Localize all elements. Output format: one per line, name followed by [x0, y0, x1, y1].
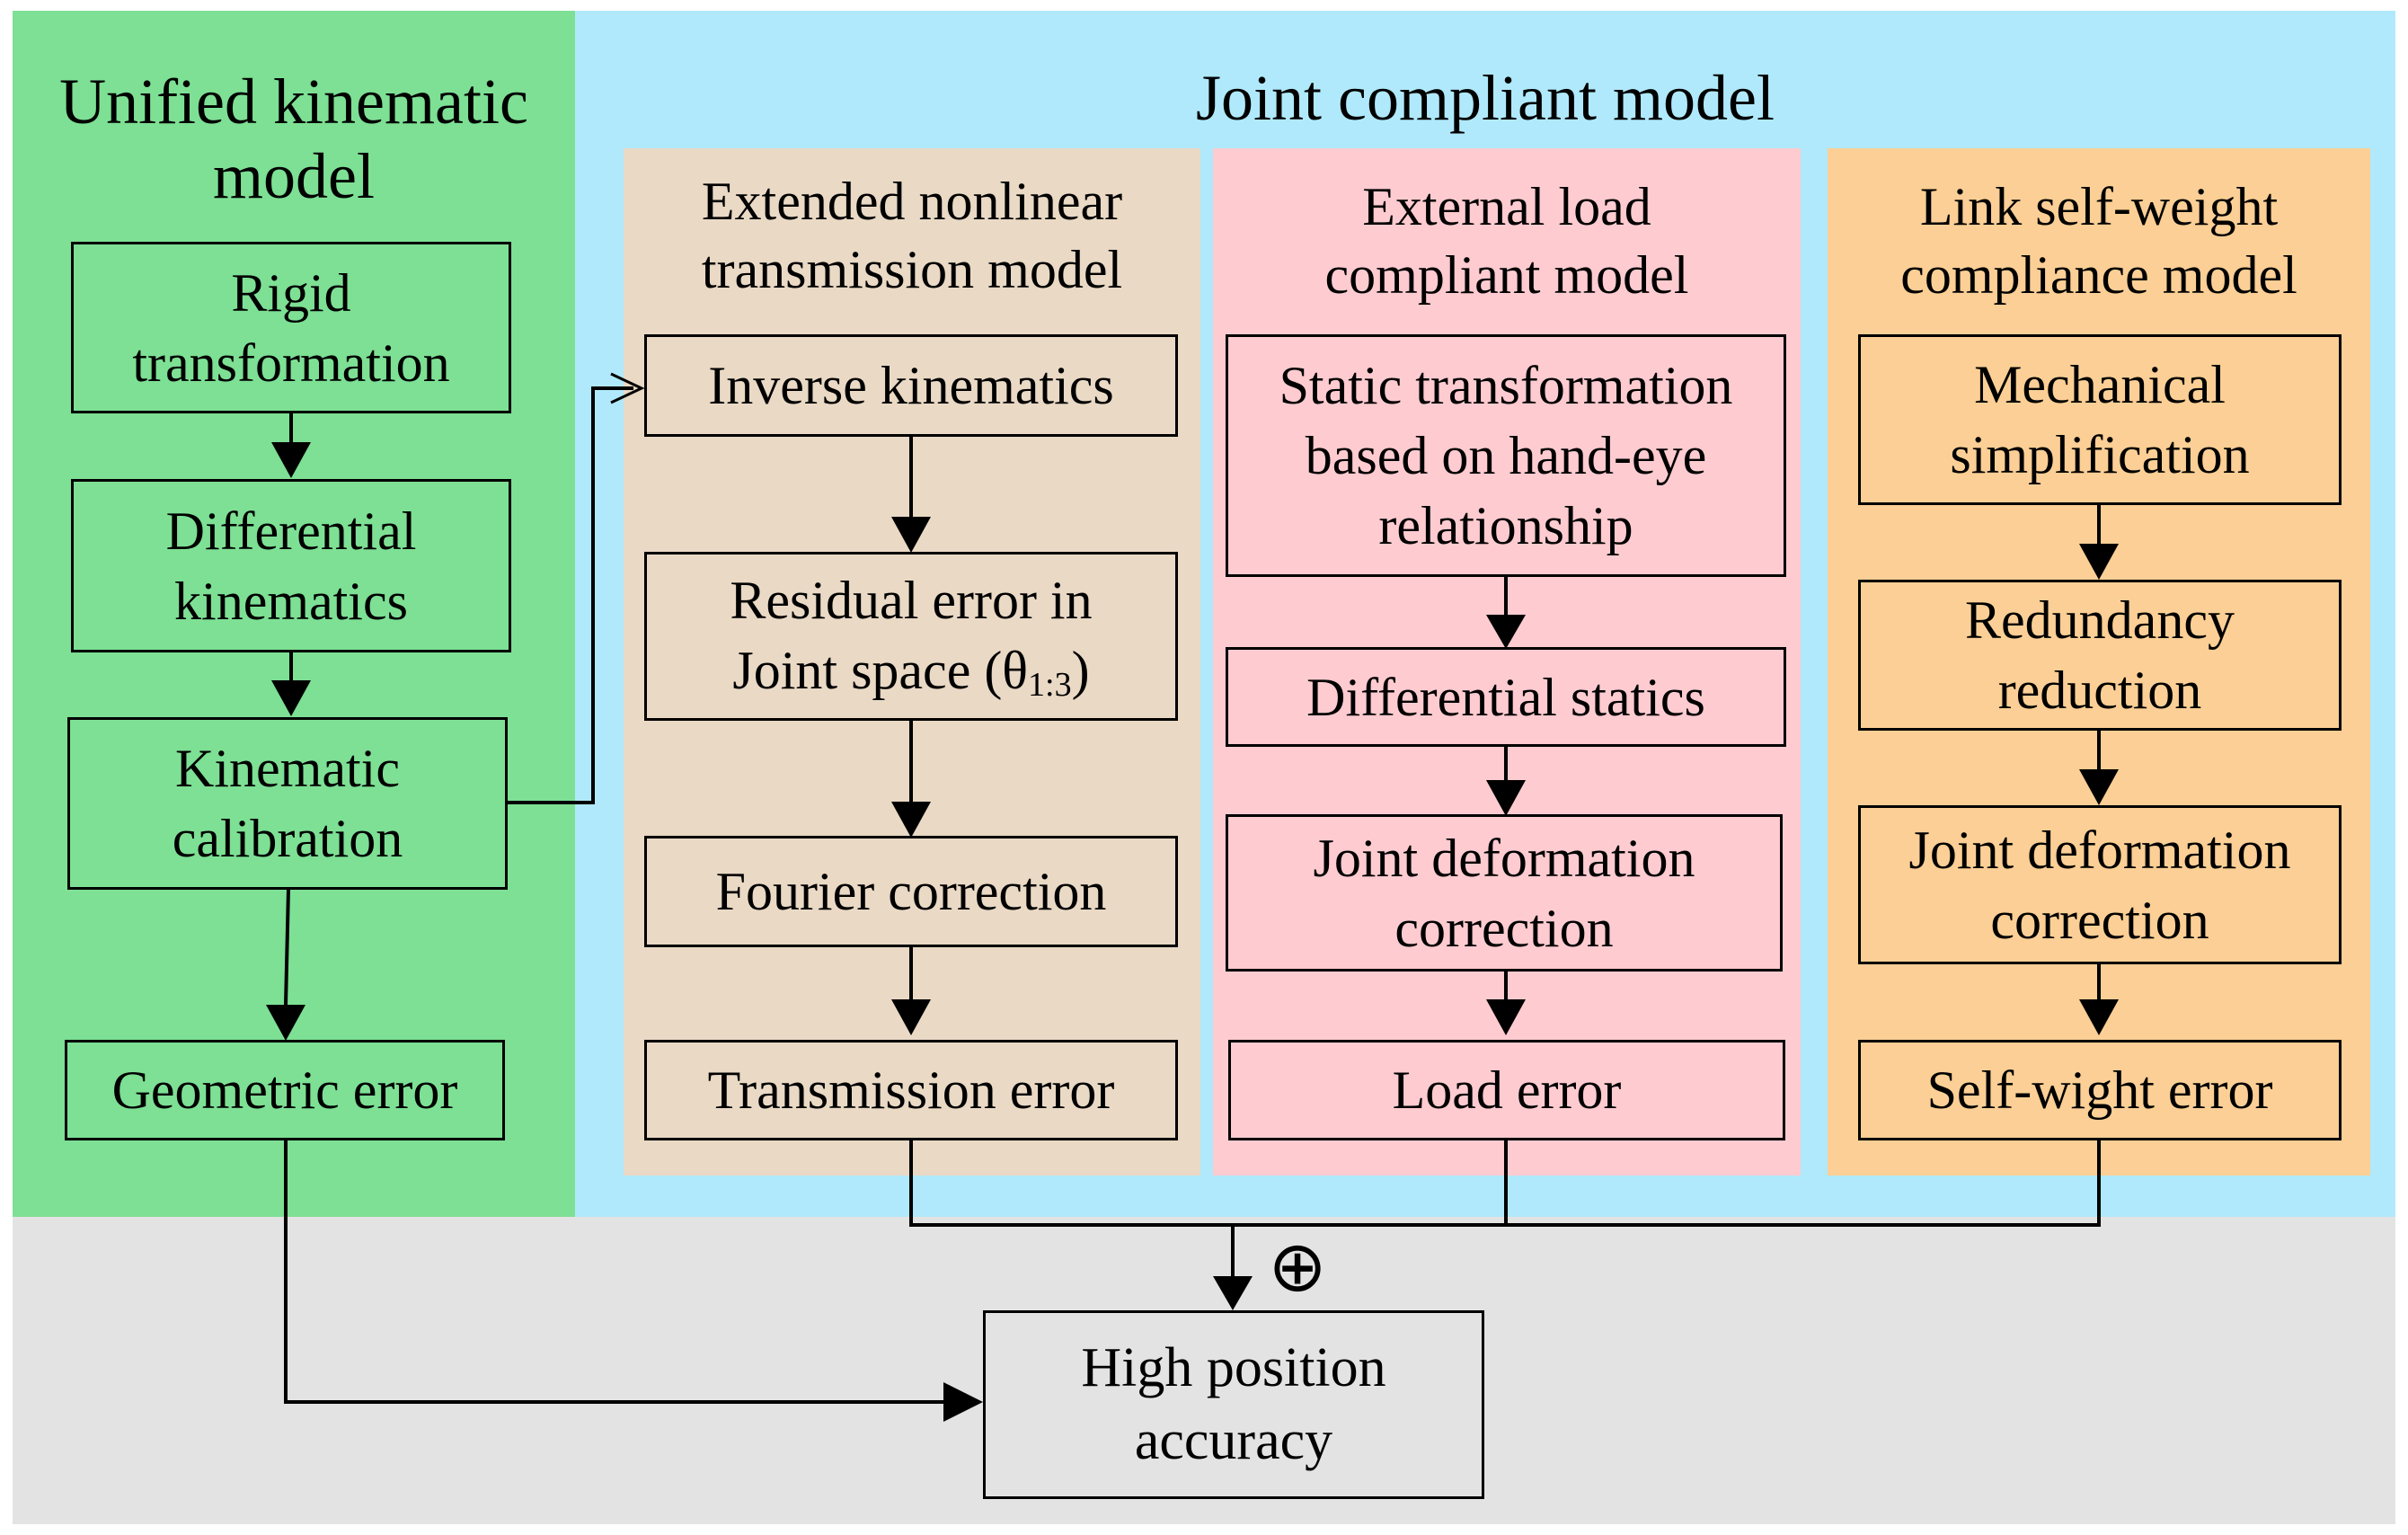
selfweight-title-line1: Link self-weight — [1919, 177, 2279, 236]
inverse-kinematics-box: Inverse kinematics — [644, 334, 1178, 437]
arrowhead-result-left — [943, 1382, 983, 1422]
transmission-error-line1: Transmission error — [707, 1060, 1115, 1120]
arrowhead-fourier — [891, 802, 931, 838]
load-title: External load compliant model — [1213, 173, 1801, 309]
arrowhead-self-deformation — [2079, 769, 2119, 805]
wire-calibration-inverse — [507, 386, 633, 804]
static-line1: Static transformation — [1279, 356, 1733, 415]
load-error-box: Load error — [1228, 1040, 1785, 1140]
residual-line2: Joint space (θ1:3) — [730, 635, 1092, 707]
arrowhead-transmission-error — [891, 999, 931, 1035]
kinematic-title-line1: Unified kinematic — [59, 66, 528, 138]
high-position-accuracy-box: High position accuracy — [983, 1310, 1484, 1499]
self-error-line1: Self-wight error — [1926, 1060, 2273, 1120]
load-deformation-line1: Joint deformation — [1313, 828, 1695, 888]
residual-line2-suffix: ) — [1071, 640, 1090, 700]
transmission-title-line1: Extended nonlinear — [701, 172, 1123, 231]
load-error-line1: Load error — [1392, 1060, 1622, 1120]
arrowhead-load-error — [1486, 999, 1526, 1035]
residual-error-box: Residual error in Joint space (θ1:3) — [644, 552, 1178, 721]
fourier-line1: Fourier correction — [715, 862, 1107, 921]
compliant-title: Joint compliant model — [575, 61, 2395, 136]
wire-open-arrowhead — [610, 372, 645, 404]
arrowhead-geometric — [266, 1005, 305, 1041]
arrowhead-self-error — [2079, 999, 2119, 1035]
redundancy-line1: Redundancy — [1965, 590, 2235, 650]
load-title-line2: compliant model — [1324, 245, 1689, 306]
sum-icon: ⊕ — [1265, 1232, 1330, 1302]
selfweight-title-line2: compliance model — [1900, 245, 2297, 306]
residual-line1: Residual error in — [730, 570, 1093, 630]
transmission-error-box: Transmission error — [644, 1040, 1178, 1140]
kinematic-title-line2: model — [213, 139, 375, 212]
kinematic-title: Unified kinematic model — [13, 65, 575, 214]
differential-line2: kinematics — [174, 571, 408, 631]
self-deformation-line1: Joint deformation — [1908, 820, 2291, 880]
result-line2: accuracy — [1134, 1410, 1333, 1471]
sum-symbol: ⊕ — [1268, 1227, 1327, 1308]
self-deformation-line2: correction — [1990, 890, 2209, 950]
differential-kinematics-box: Differential kinematics — [71, 479, 511, 652]
calibration-line1: Kinematic — [175, 739, 400, 798]
compliant-title-text: Joint compliant model — [1196, 62, 1775, 134]
redundancy-reduction-box: Redundancy reduction — [1858, 580, 2342, 731]
self-deformation-box: Joint deformation correction — [1858, 805, 2342, 964]
calibration-line2: calibration — [172, 809, 403, 868]
mechanical-line2: simplification — [1950, 425, 2250, 484]
statics-line1: Differential statics — [1306, 667, 1705, 727]
transmission-title: Extended nonlinear transmission model — [624, 167, 1200, 304]
arrowhead-differential — [271, 442, 311, 478]
result-region — [13, 1217, 2395, 1524]
redundancy-line2: reduction — [1997, 661, 2202, 720]
inverse-line1: Inverse kinematics — [708, 356, 1114, 415]
load-deformation-line2: correction — [1394, 898, 1614, 958]
mechanical-line1: Mechanical — [1974, 355, 2226, 414]
load-title-line1: External load — [1362, 177, 1651, 236]
rigid-line1: Rigid — [231, 262, 351, 323]
static-line2: based on hand-eye — [1305, 426, 1707, 485]
static-line3: relationship — [1378, 496, 1633, 555]
mechanical-simplification-box: Mechanical simplification — [1858, 334, 2342, 505]
arrowhead-load-deformation — [1486, 780, 1526, 816]
self-weight-error-box: Self-wight error — [1858, 1040, 2342, 1140]
rigid-transformation-box: Rigid transformation — [71, 242, 511, 413]
fourier-correction-box: Fourier correction — [644, 836, 1178, 947]
rigid-line2: transformation — [132, 333, 450, 393]
result-line1: High position — [1081, 1337, 1386, 1399]
residual-line2-sub: 1:3 — [1028, 665, 1072, 704]
differential-statics-box: Differential statics — [1226, 647, 1786, 747]
arrowhead-statics — [1486, 615, 1526, 649]
differential-line1: Differential — [165, 501, 417, 561]
wire-calibration-geometric — [284, 888, 290, 1006]
residual-line2-prefix: Joint space (θ — [732, 640, 1029, 700]
kinematic-calibration-box: Kinematic calibration — [67, 717, 508, 890]
arrowhead-residual — [891, 517, 931, 553]
selfweight-title: Link self-weight compliance model — [1828, 173, 2370, 309]
geometric-error-box: Geometric error — [65, 1040, 505, 1140]
transmission-title-line2: transmission model — [701, 240, 1123, 300]
arrowhead-redundancy — [2079, 544, 2119, 580]
arrowhead-result-top — [1213, 1276, 1253, 1310]
geometric-line1: Geometric error — [111, 1060, 458, 1120]
wire-geometric-result — [284, 1140, 943, 1404]
static-transformation-box: Static transformation based on hand-eye re… — [1226, 334, 1786, 577]
load-deformation-box: Joint deformation correction — [1226, 814, 1783, 972]
arrowhead-calibration — [271, 680, 311, 716]
